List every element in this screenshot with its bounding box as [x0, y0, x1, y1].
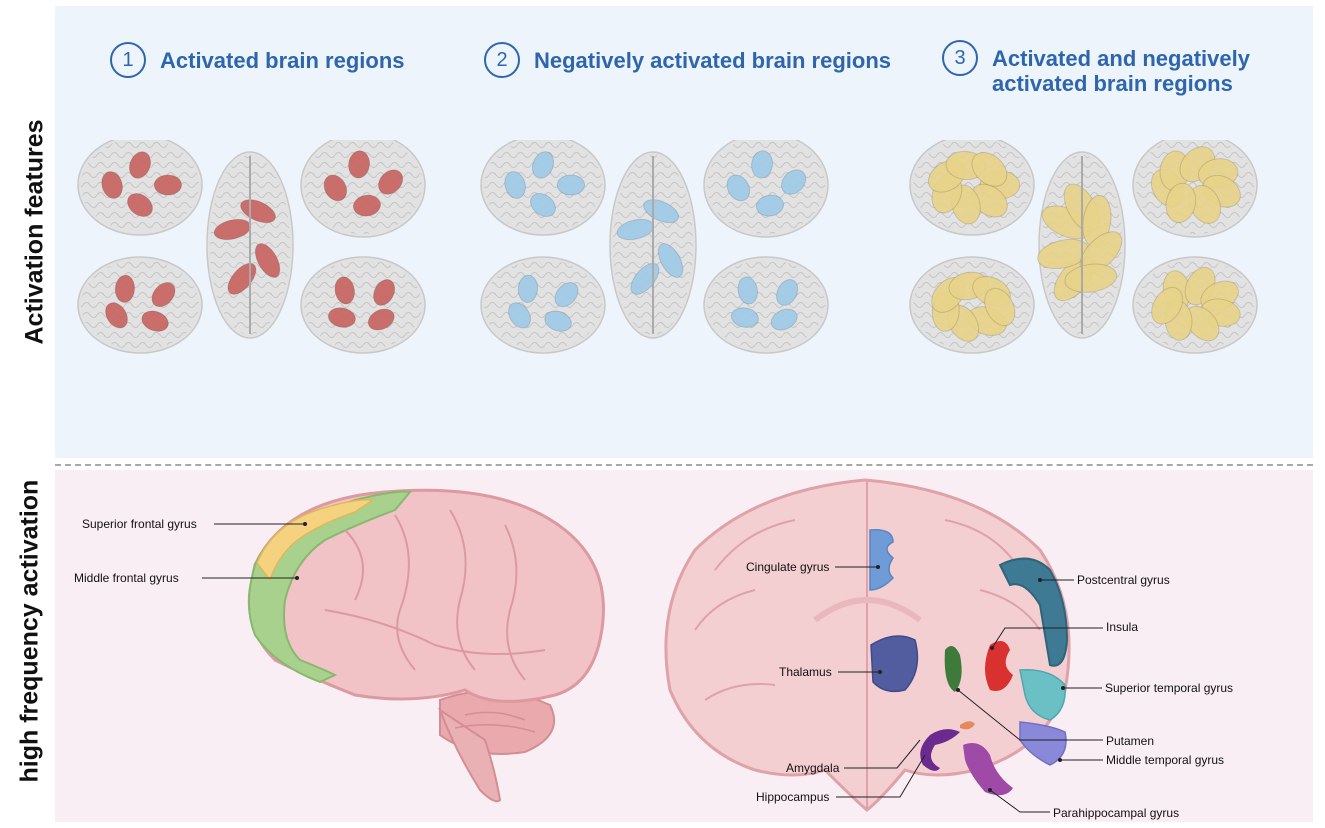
- section-heading-3: 3 Activated and negatively activated bra…: [942, 40, 1272, 96]
- insula-region: [985, 641, 1013, 691]
- label-amygdala: Amygdala: [786, 761, 840, 775]
- section-heading-1: 1 Activated brain regions: [110, 42, 405, 78]
- brain-view: [480, 140, 606, 236]
- middle-temporal-gyrus-region: [1019, 721, 1067, 766]
- brain-view: [703, 256, 829, 354]
- label-middle-frontal-gyrus: Middle frontal gyrus: [74, 571, 179, 585]
- section-number-badge: 1: [110, 42, 146, 78]
- postcentral-gyrus-region: [998, 557, 1069, 667]
- panel-divider: [55, 464, 1313, 466]
- activated-brain-set: [77, 140, 426, 354]
- hippocampus-region: [920, 729, 960, 771]
- brain-renderings: [77, 140, 1258, 354]
- negatively-activated-brain-set: [480, 140, 829, 354]
- lateral-brain-illustration: [247, 488, 605, 803]
- thalamus-region: [870, 635, 919, 693]
- section-heading-2: 2 Negatively activated brain regions: [484, 42, 892, 78]
- amygdala-region: [960, 721, 975, 730]
- brain-view: [703, 140, 829, 238]
- label-hippocampus: Hippocampus: [756, 790, 830, 804]
- section-title: Activated brain regions: [160, 48, 405, 73]
- brain-view: [300, 140, 426, 238]
- label-putamen: Putamen: [1106, 734, 1155, 748]
- parahippocampal-gyrus-region: [963, 742, 1013, 796]
- brain-view: [1132, 256, 1258, 354]
- brain-view: [1037, 151, 1126, 339]
- label-superior-temporal-gyrus: Superior temporal gyrus: [1105, 681, 1234, 695]
- section-title: Negatively activated brain regions: [534, 48, 892, 73]
- superior-temporal-gyrus-region: [1019, 669, 1066, 721]
- brain-view: [909, 256, 1035, 354]
- label-parahippocampal-gyrus: Parahippocampal gyrus: [1053, 806, 1180, 820]
- ventricle: [813, 597, 922, 623]
- brain-view: [609, 151, 697, 339]
- label-insula: Insula: [1106, 620, 1139, 634]
- anatomy-illustrations: [247, 478, 1071, 812]
- brain-view: [77, 140, 203, 236]
- section-number-badge: 2: [484, 42, 520, 78]
- mixed-activation-brain-set: [909, 140, 1258, 354]
- brain-view: [480, 256, 606, 354]
- brain-view: [1132, 140, 1258, 238]
- coronal-brain-illustration: [664, 478, 1071, 812]
- brainstem: [437, 707, 502, 803]
- label-cingulate-gyrus: Cingulate gyrus: [746, 560, 830, 574]
- section-number-badge: 3: [942, 40, 978, 76]
- label-thalamus: Thalamus: [779, 665, 832, 679]
- brain-view: [300, 256, 426, 354]
- brain-view: [909, 140, 1035, 236]
- label-superior-frontal-gyrus: Superior frontal gyrus: [82, 517, 197, 531]
- label-postcentral-gyrus: Postcentral gyrus: [1077, 573, 1170, 587]
- label-middle-temporal-gyrus: Middle temporal gyrus: [1106, 753, 1225, 767]
- brain-view: [206, 151, 294, 339]
- putamen-region: [944, 646, 962, 692]
- section-title: Activated and negatively activated brain…: [992, 46, 1250, 96]
- brain-view: [77, 256, 203, 354]
- superior-frontal-gyrus-region: [256, 498, 376, 582]
- cingulate-gyrus-region: [869, 529, 895, 591]
